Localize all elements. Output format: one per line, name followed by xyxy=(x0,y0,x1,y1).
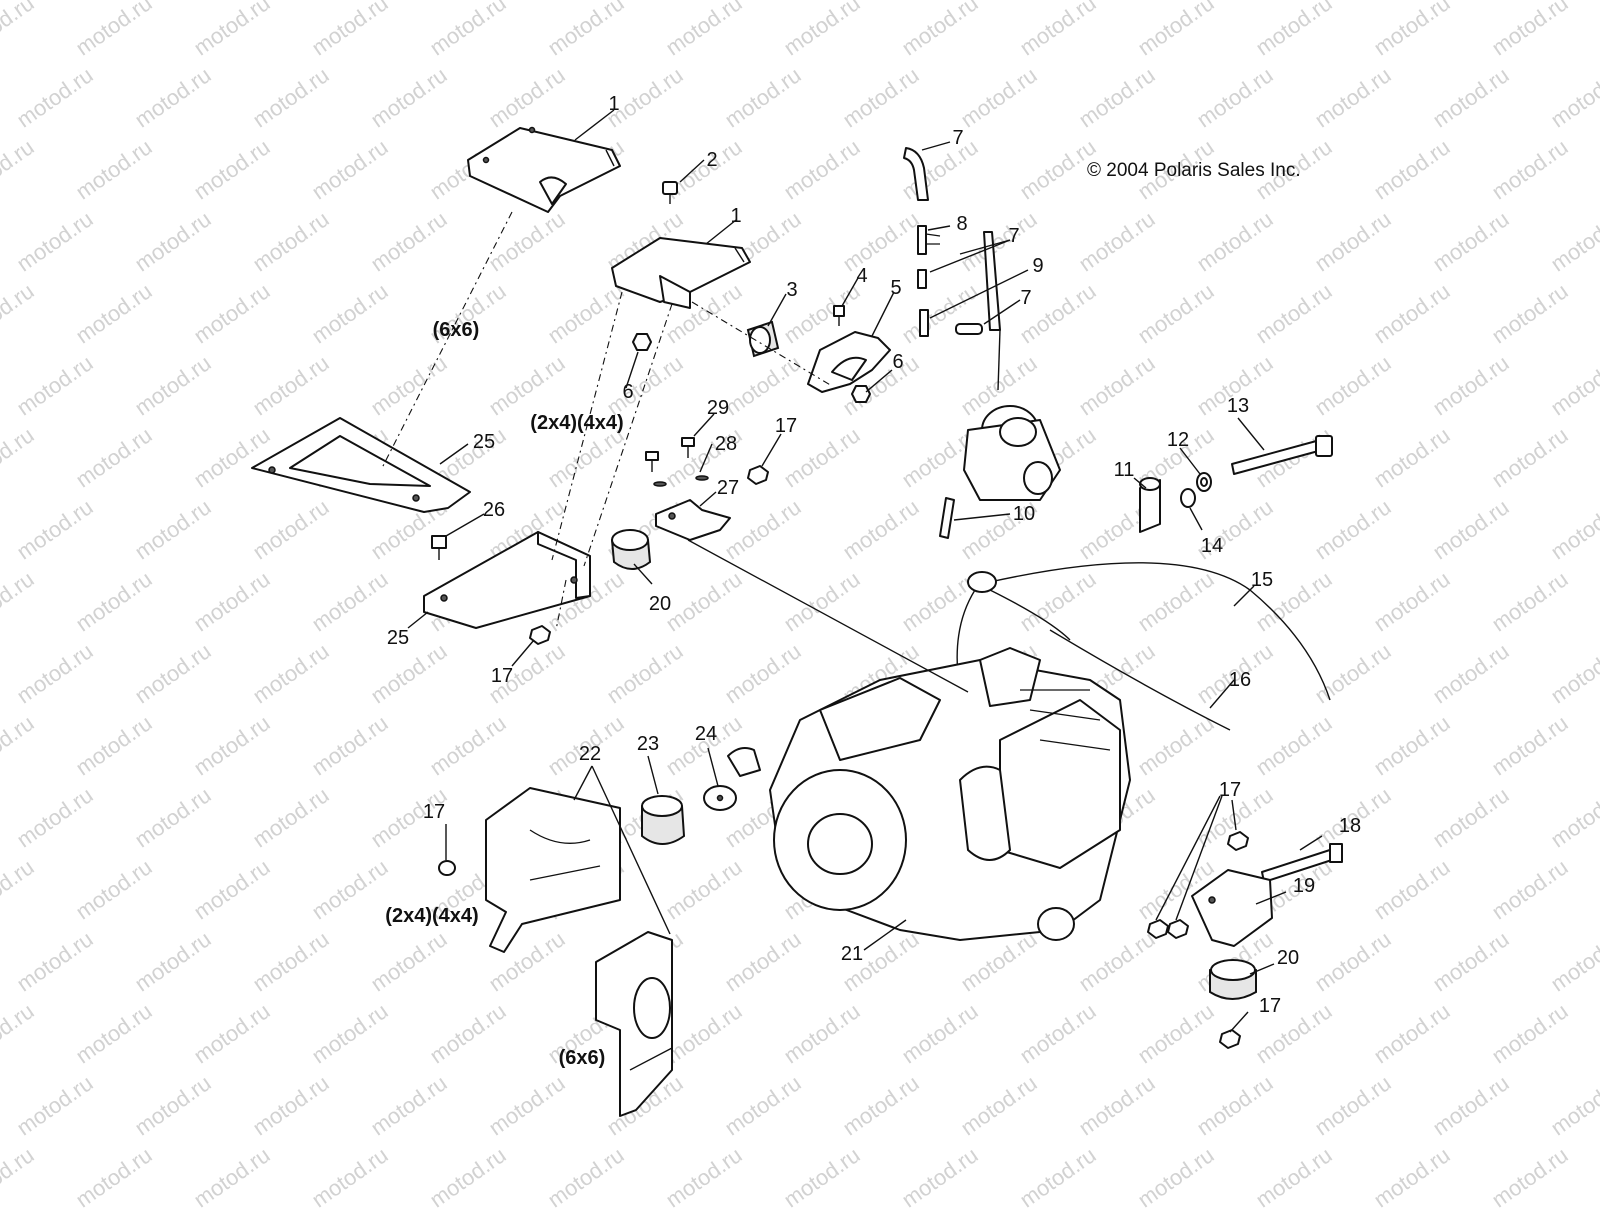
part-25-bracket-2x4-4x4 xyxy=(423,531,591,629)
part-25-bracket-6x6 xyxy=(251,417,471,513)
callout-22: 22 xyxy=(578,743,602,765)
callout-7: 7 xyxy=(952,127,964,149)
variant-label-2x4-4x4-lower: (2x4)(4x4) xyxy=(385,905,479,927)
part-2-bolt xyxy=(662,181,678,204)
callout-6: 6 xyxy=(622,381,634,403)
callout-21: 21 xyxy=(840,943,864,965)
leader-lines xyxy=(407,109,1323,1033)
part-17-nut xyxy=(438,465,1249,1049)
variant-label-6x6-upper: (6x6) xyxy=(432,319,480,341)
part-10-hose xyxy=(939,497,955,539)
callout-9: 9 xyxy=(1032,255,1044,277)
callout-14: 14 xyxy=(1200,535,1224,557)
callout-3: 3 xyxy=(786,279,798,301)
callout-4: 4 xyxy=(856,265,868,287)
part-11-spacer xyxy=(1139,477,1161,533)
callout-19: 19 xyxy=(1292,875,1316,897)
part-6-nut xyxy=(632,333,871,403)
part-22-plate-6x6 xyxy=(595,931,673,1117)
callout-2: 2 xyxy=(706,149,718,171)
carburetor xyxy=(963,329,1061,501)
copyright-notice: © 2004 Polaris Sales Inc. xyxy=(1087,160,1301,181)
callout-6: 6 xyxy=(892,351,904,373)
callout-17: 17 xyxy=(1218,779,1242,801)
part-5-bracket-plate xyxy=(807,331,891,393)
callout-17: 17 xyxy=(490,665,514,687)
part-1-bracket-2x4-4x4 xyxy=(611,237,751,309)
callout-20: 20 xyxy=(648,593,672,615)
callout-7: 7 xyxy=(1008,225,1020,247)
callout-10: 10 xyxy=(1012,503,1036,525)
callout-26: 26 xyxy=(482,499,506,521)
callout-20: 20 xyxy=(1276,947,1300,969)
callout-25: 25 xyxy=(472,431,496,453)
callout-17: 17 xyxy=(1258,995,1282,1017)
variant-label-2x4-4x4-upper: (2x4)(4x4) xyxy=(530,412,624,434)
part-20-rubber-mount xyxy=(610,529,1257,1000)
part-21-engine xyxy=(727,647,1131,941)
part-13-bolt xyxy=(1231,435,1333,475)
part-12-washer xyxy=(1196,472,1212,492)
part-24-washer xyxy=(703,785,737,811)
breather-hose-assembly xyxy=(903,147,1001,337)
part-26-bolt xyxy=(431,535,447,560)
callout-27: 27 xyxy=(716,477,740,499)
callout-1: 1 xyxy=(608,93,620,115)
part-14-washer xyxy=(1180,488,1196,508)
callout-17: 17 xyxy=(422,801,446,823)
part-16-cable xyxy=(1049,629,1231,731)
part-28-washer xyxy=(653,475,709,487)
part-1-bracket-6x6 xyxy=(467,126,621,213)
callout-7: 7 xyxy=(1020,287,1032,309)
callout-29: 29 xyxy=(706,397,730,419)
part-22-plate-2x4-4x4 xyxy=(485,787,621,953)
callout-8: 8 xyxy=(956,213,968,235)
callout-15: 15 xyxy=(1250,569,1274,591)
part-19-bracket xyxy=(1191,869,1273,947)
callout-17: 17 xyxy=(774,415,798,437)
assembly-lines xyxy=(381,211,969,693)
callout-1: 1 xyxy=(730,205,742,227)
callout-5: 5 xyxy=(890,277,902,299)
callout-28: 28 xyxy=(714,433,738,455)
part-27-bracket xyxy=(655,499,731,541)
part-3-rubber-mount xyxy=(746,320,780,358)
variant-label-6x6-lower: (6x6) xyxy=(558,1047,606,1069)
callout-11: 11 xyxy=(1113,459,1135,481)
callout-25: 25 xyxy=(386,627,410,649)
callout-24: 24 xyxy=(694,723,718,745)
callout-23: 23 xyxy=(636,733,660,755)
callout-16: 16 xyxy=(1228,669,1252,691)
callout-18: 18 xyxy=(1338,815,1362,837)
part-23-rubber-mount xyxy=(641,795,686,845)
part-4-screw xyxy=(833,305,845,326)
callout-12: 12 xyxy=(1166,429,1190,451)
part-29-bolt xyxy=(645,437,695,472)
callout-13: 13 xyxy=(1226,395,1250,417)
